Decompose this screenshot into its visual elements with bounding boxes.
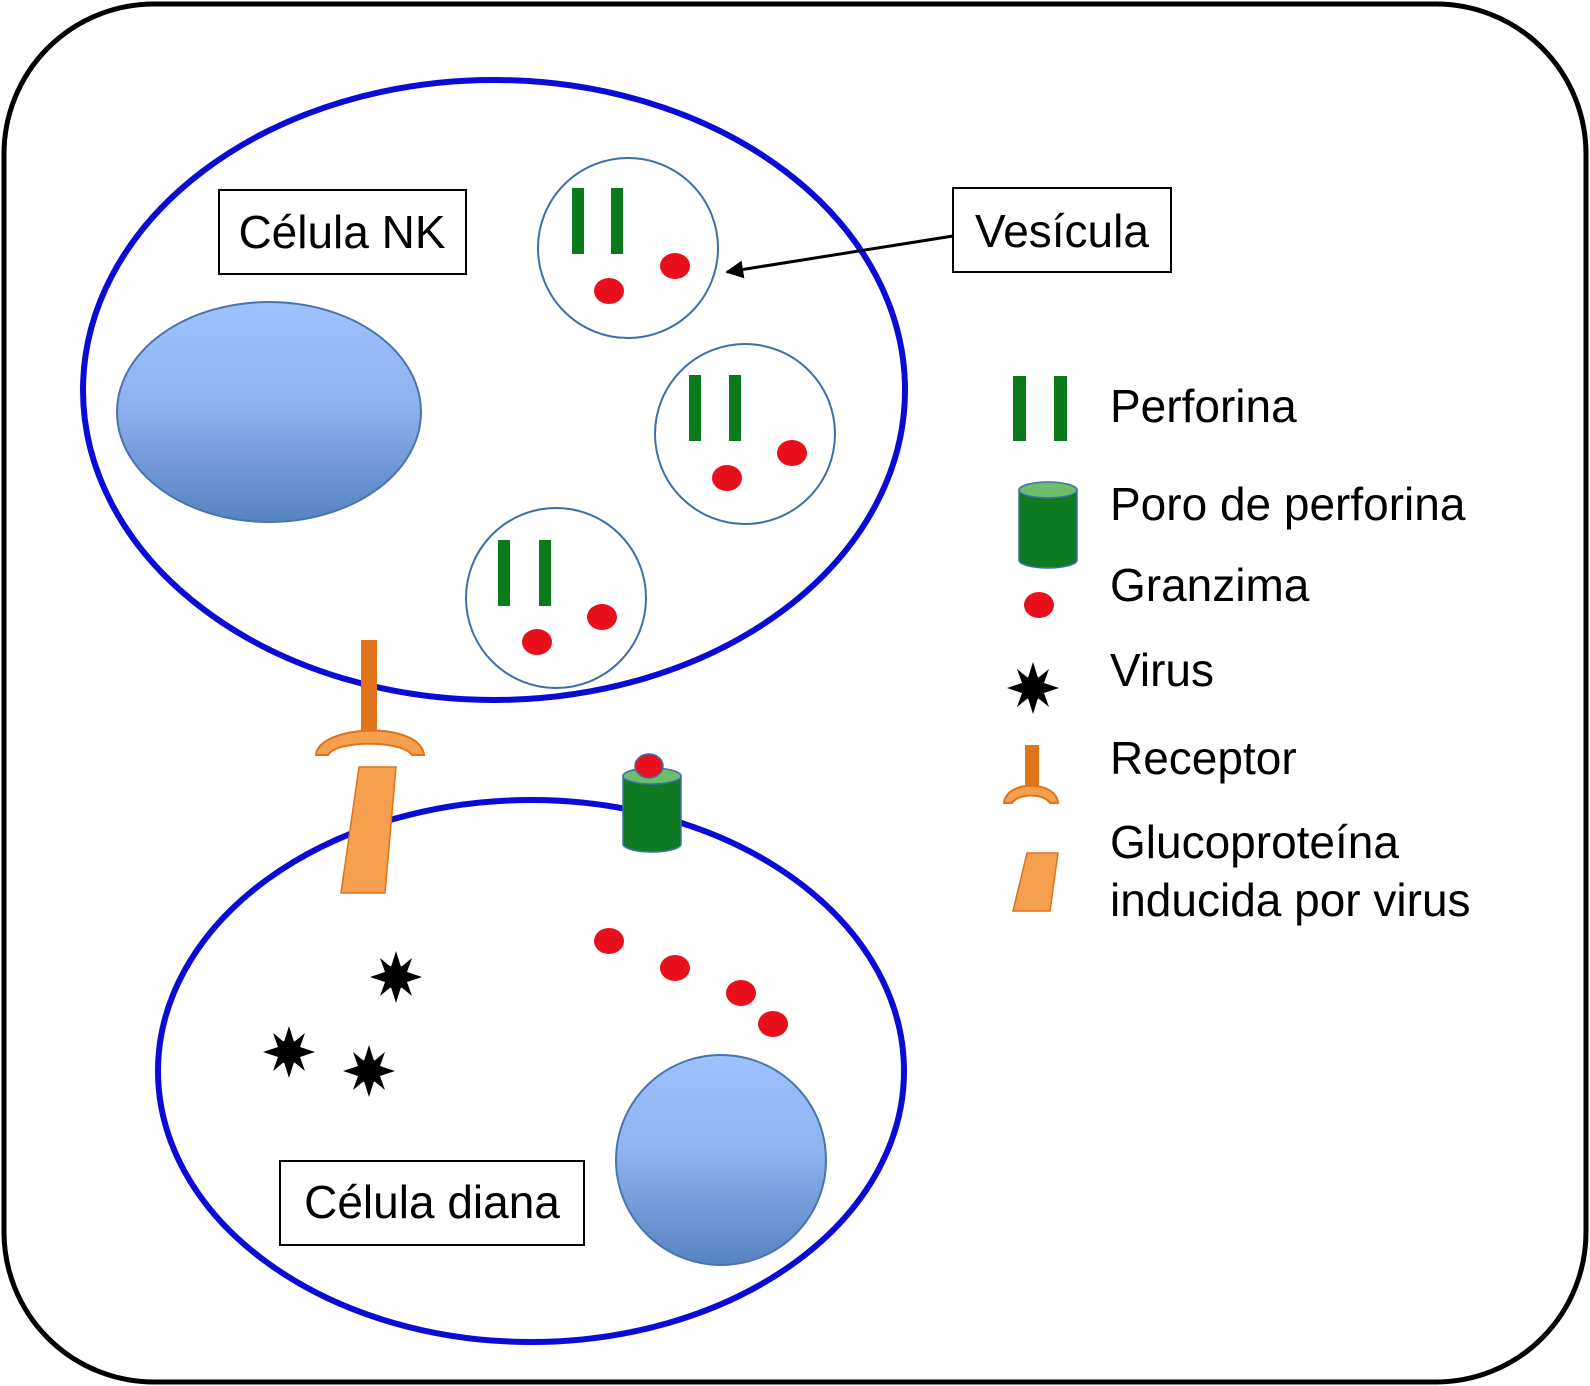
vesicle (537, 157, 719, 339)
granzyme-icon (777, 440, 807, 466)
target-cell-label: Célula diana (279, 1160, 585, 1246)
receptor-icon (1025, 745, 1039, 793)
legend-label-granzyme: Granzima (1110, 559, 1310, 611)
granzyme-icon (660, 955, 690, 981)
target-cell-membrane (155, 797, 907, 1345)
legend-item-granzyme: Granzima (1024, 559, 1310, 618)
vesicle-callout: Vesícula (725, 187, 1172, 279)
legend-label-glycoprotein-line1: Glucoproteína (1110, 816, 1399, 868)
perforin-icon (1013, 376, 1026, 441)
legend: Perforina Poro de perforina Granzima Vir… (1002, 376, 1471, 926)
legend-item-virus: Virus (1007, 644, 1214, 714)
perforin-icon (1054, 376, 1067, 441)
granzyme-icon (660, 253, 690, 279)
target-cell-nucleus (615, 1054, 827, 1266)
vesicle (654, 343, 836, 525)
granzyme-icon (594, 928, 624, 954)
granzyme-icon (634, 753, 664, 779)
legend-label-glycoprotein-line2: inducida por virus (1110, 874, 1471, 926)
legend-item-perforin-pore: Poro de perforina (1018, 478, 1466, 569)
vesicle (465, 507, 647, 689)
nk-cell-nucleus (116, 301, 422, 523)
nk-cell-label-text: Célula NK (238, 206, 445, 258)
granzyme-icon (587, 604, 617, 630)
legend-label-virus: Virus (1110, 644, 1214, 696)
perforin-pore-icon (1018, 481, 1078, 499)
legend-item-receptor: Receptor (1002, 732, 1297, 804)
granzyme-icon (758, 1011, 788, 1037)
granzyme-icon (1024, 592, 1054, 618)
granzyme-icon (594, 278, 624, 304)
perforin-icon (611, 188, 623, 254)
granzyme-icon (522, 629, 552, 655)
legend-item-glycoprotein: Glucoproteína inducida por virus (1012, 816, 1471, 926)
target-cell: Célula diana (155, 753, 907, 1345)
vesicle-arrow (725, 234, 954, 279)
legend-item-perforin: Perforina (1013, 376, 1297, 441)
perforin-icon (572, 188, 584, 254)
receptor-icon (314, 640, 426, 756)
nk-cell-label: Célula NK (218, 189, 467, 275)
nk-cell: Célula NK (80, 77, 908, 703)
glycoprotein-icon (1012, 852, 1059, 912)
legend-label-perforin-pore: Poro de perforina (1110, 478, 1466, 530)
glycoprotein-icon (340, 766, 397, 894)
target-cell-label-text: Célula diana (304, 1176, 560, 1228)
perforin-icon (689, 375, 701, 441)
perforin-icon (729, 375, 741, 441)
legend-label-receptor: Receptor (1110, 732, 1297, 784)
granzyme-icon (726, 980, 756, 1006)
vesicle-label-text: Vesícula (975, 205, 1149, 257)
legend-label-perforin: Perforina (1110, 380, 1297, 432)
granzyme-icon (712, 465, 742, 491)
perforin-icon (539, 540, 551, 606)
perforin-icon (498, 540, 510, 606)
perforin-pore-icon (622, 753, 682, 853)
